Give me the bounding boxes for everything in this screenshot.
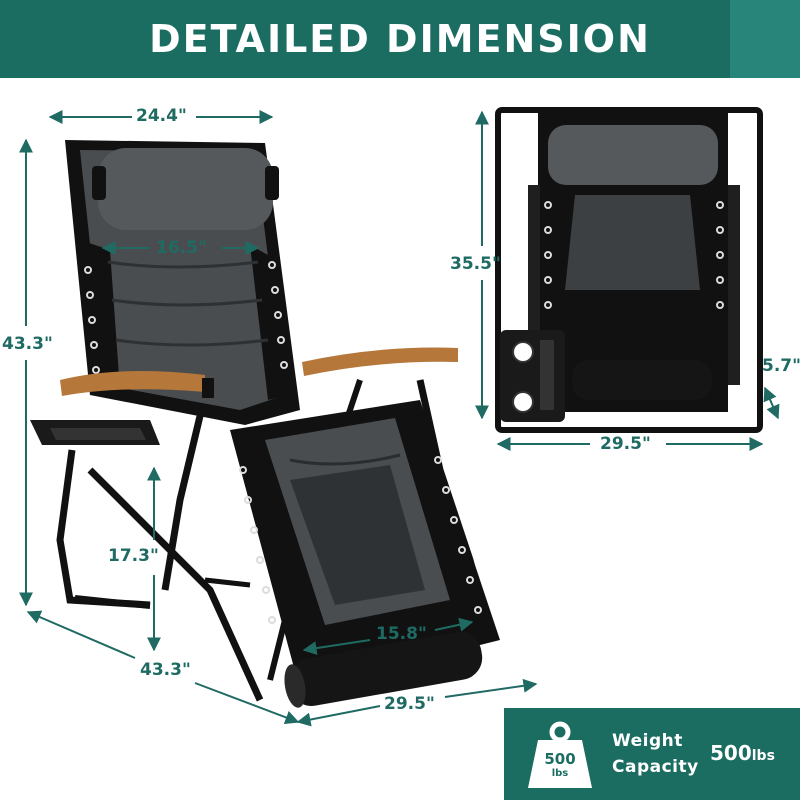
dimension-seat-width: 16.5"	[156, 238, 207, 258]
weight-icon-unit: lbs	[551, 768, 569, 779]
dimension-folded-height: 35.5"	[450, 254, 501, 274]
header-accent-stripe	[730, 0, 800, 78]
weight-label-line1: Weight	[612, 731, 683, 751]
dimension-overall-width: 24.4"	[136, 106, 187, 126]
page-title: DETAILED DIMENSION	[149, 17, 651, 61]
dimension-arrows	[19, 110, 780, 727]
dimension-folded-width: 29.5"	[600, 434, 651, 454]
weight-value-unit: lbs	[751, 748, 775, 764]
weight-value-number: 500	[710, 741, 752, 765]
folded-chair-image	[495, 107, 763, 433]
header-banner: DETAILED DIMENSION	[0, 0, 800, 78]
weight-icon: 500 lbs	[524, 718, 596, 790]
weight-icon-number: 500	[544, 750, 576, 768]
dimension-footrest-width: 15.8"	[376, 624, 427, 644]
weight-capacity-value: 500lbs	[710, 741, 775, 765]
dimension-overall-length: 43.3"	[140, 660, 191, 680]
dimension-seat-height: 17.3"	[108, 546, 159, 566]
dimension-overall-height: 43.3"	[2, 334, 53, 354]
dimension-folded-thickness: 5.7"	[762, 356, 800, 376]
weight-capacity-badge: 500 lbs Weight Capacity 500lbs	[504, 708, 800, 800]
weight-label-line2: Capacity	[612, 757, 699, 777]
dimension-base-width: 29.5"	[384, 694, 435, 714]
main-chair-image	[30, 140, 500, 708]
weight-capacity-label: Weight Capacity	[612, 728, 699, 780]
